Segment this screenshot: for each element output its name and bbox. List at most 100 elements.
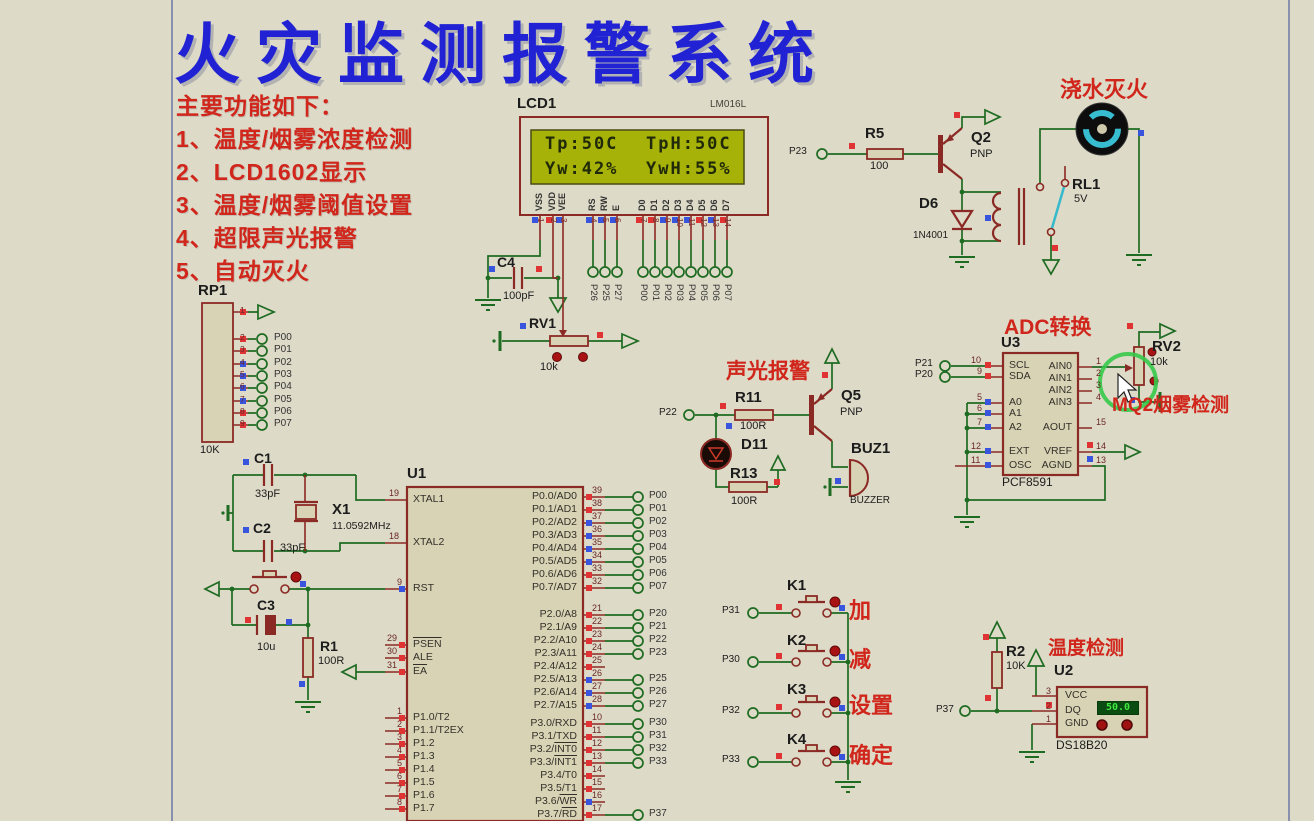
crystal-x1[interactable] — [294, 500, 318, 523]
resistor-r5[interactable] — [866, 148, 904, 160]
u3-pin-ain3: AIN3 — [1048, 396, 1072, 408]
u1-pin-ale: ALE — [413, 651, 433, 663]
lcd-num-14: 14 — [723, 218, 732, 227]
u1-num-21: 21 — [592, 603, 603, 613]
u3-num-10: 10 — [971, 355, 982, 365]
u1-pin-rst: RST — [413, 582, 434, 594]
lcd-num-4: 4 — [589, 218, 598, 223]
lcd-pin-d5: D5 — [697, 199, 707, 211]
q5-ref: Q5 — [841, 387, 862, 404]
transistor-q2[interactable] — [938, 127, 963, 180]
relay-coil[interactable] — [991, 188, 1026, 245]
ds18b20-readout: 50.0 — [1097, 701, 1139, 715]
u2-pin-gnd: GND — [1065, 717, 1089, 729]
rp1-term-p01: P01 — [274, 344, 292, 355]
mcu-u1[interactable] — [405, 485, 585, 821]
rp1-num-1: 1 — [240, 305, 245, 315]
u1-num-14: 14 — [592, 764, 603, 774]
resistor-r13[interactable] — [728, 481, 768, 493]
u2-minus-button[interactable] — [1121, 719, 1133, 731]
u1-num-11: 11 — [592, 725, 602, 735]
u3-num-15: 15 — [1096, 417, 1107, 427]
resistor-pack-rp1[interactable] — [201, 302, 234, 443]
lcd-pin-vss: VSS — [534, 192, 544, 211]
reset-button[interactable] — [249, 570, 302, 594]
lcd1-display[interactable] — [519, 116, 769, 216]
buz1-val: BUZZER — [850, 495, 890, 506]
relay-switch-rl1[interactable] — [1035, 178, 1070, 237]
resistor-r11[interactable] — [734, 409, 774, 421]
key-k4[interactable] — [791, 744, 841, 767]
alarm-label: 声光报警 — [726, 360, 810, 383]
lcd-pin-vee: VEE — [557, 192, 567, 211]
k4-label: 确定 — [849, 743, 894, 768]
diode-d6[interactable] — [950, 209, 974, 231]
rp1-term-p04: P04 — [274, 381, 292, 392]
rv2-val: 10k — [1150, 356, 1168, 368]
highlight-circle — [1098, 352, 1158, 412]
key-k3[interactable] — [791, 695, 841, 718]
u1-pin-p36: P3.6/WR — [534, 795, 577, 807]
lcd-pin-vdd: VDD — [547, 191, 557, 211]
resistor-r1[interactable] — [302, 637, 314, 678]
u1-num-38: 38 — [592, 498, 603, 508]
adc-u3[interactable] — [1001, 351, 1080, 477]
rv1-val: 10k — [540, 361, 558, 373]
c2-val: 33pF — [280, 542, 306, 554]
u3-num-3: 3 — [1096, 380, 1102, 390]
u1-num-5: 5 — [397, 758, 403, 768]
lcd-num-10: 10 — [675, 218, 684, 227]
u3-pin-osc: OSC — [1009, 459, 1032, 471]
rp1-num-4: 4 — [240, 357, 245, 367]
potentiometer-rv1[interactable] — [549, 335, 589, 362]
r13-ref: R13 — [730, 465, 758, 482]
lcd-num-1: 1 — [536, 218, 545, 223]
key-k2[interactable] — [791, 644, 841, 667]
led-d11[interactable] — [700, 438, 732, 470]
term-p23: P23 — [649, 647, 667, 658]
lcd-pin-d1: D1 — [649, 199, 659, 211]
k2-label: 减 — [849, 647, 872, 672]
r5-val: 100 — [870, 160, 889, 172]
u1-num-4: 4 — [397, 745, 403, 755]
lcd-num-12: 12 — [699, 218, 708, 227]
u1-num-25: 25 — [592, 655, 603, 665]
transistor-q5[interactable] — [809, 388, 833, 442]
u1-pin-p17: P1.7 — [413, 802, 435, 814]
rp1-num-3: 3 — [240, 344, 245, 354]
u3-pin-aout: AOUT — [1042, 421, 1072, 433]
capacitor-c4[interactable] — [512, 267, 524, 289]
c2-ref: C2 — [253, 520, 271, 536]
wires — [203, 108, 1178, 816]
key-k1[interactable] — [791, 595, 841, 618]
u1-num-30: 30 — [387, 646, 398, 656]
capacitor-c3[interactable] — [255, 615, 276, 635]
u1-pin-p05: P0.5/AD5 — [532, 555, 577, 567]
r1-val: 100R — [318, 655, 345, 667]
u1-pin-p20: P2.0/A8 — [539, 608, 577, 620]
capacitor-c1[interactable] — [262, 464, 274, 486]
terminals[interactable] — [256, 148, 971, 821]
lcd-term-p25: P25 — [600, 284, 611, 301]
lcd-num-5: 5 — [601, 218, 610, 223]
u2-plus-button[interactable] — [1096, 719, 1108, 731]
q2-ref: Q2 — [971, 129, 992, 146]
c1-val: 33pF — [255, 488, 281, 500]
u1-num-24: 24 — [592, 642, 603, 652]
feature-item-5: 5、自动灭火 — [176, 258, 310, 284]
buzzer-buz1[interactable] — [848, 458, 869, 498]
capacitor-c2[interactable] — [262, 540, 274, 562]
u1-pin-p32: P3.2/INT0 — [529, 743, 577, 755]
resistor-r2[interactable] — [991, 651, 1003, 689]
u3-pin-agnd: AGND — [1041, 459, 1072, 471]
u1-pin-p13: P1.3 — [413, 750, 435, 762]
mq2-label: MQ2烟雾检测 — [1112, 395, 1230, 416]
u1-pin-p00: P0.0/AD0 — [532, 490, 577, 502]
r11-ref: R11 — [735, 389, 762, 406]
water-pump-motor[interactable] — [1075, 102, 1129, 156]
terminal-p21: P21 — [915, 358, 933, 369]
lcd-term-p01: P01 — [650, 284, 661, 301]
u3-num-12: 12 — [971, 441, 982, 451]
rl1-ref: RL1 — [1072, 176, 1101, 193]
